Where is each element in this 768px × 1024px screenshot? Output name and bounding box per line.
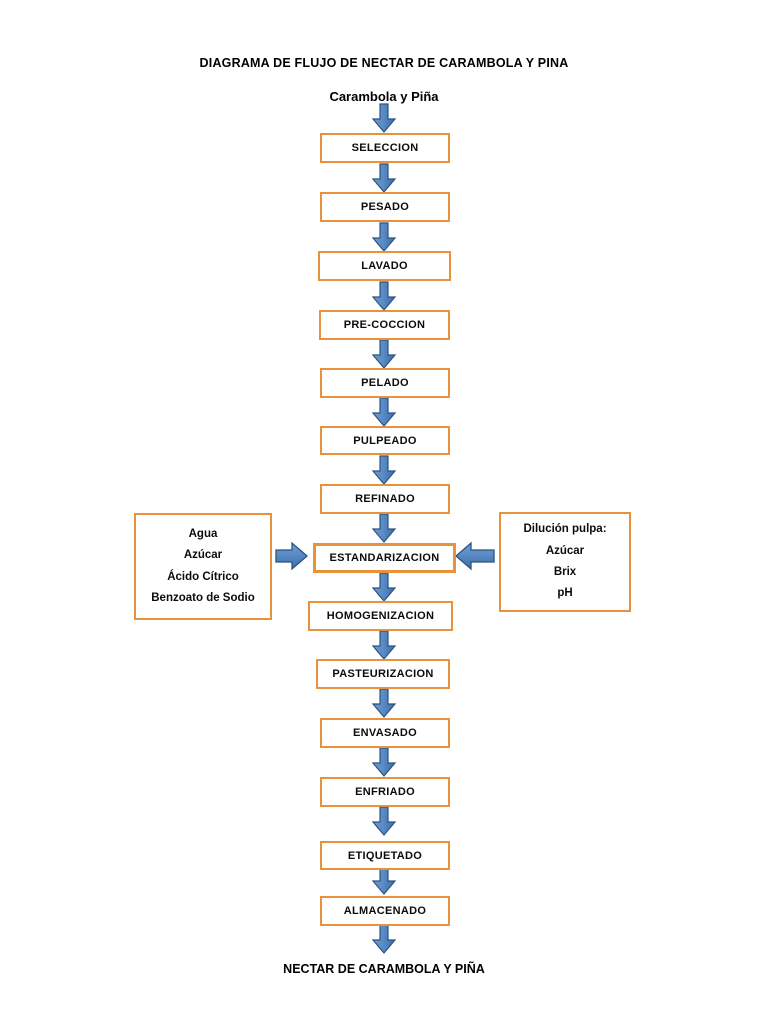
- process-step-pasteurizacion[interactable]: PASTEURIZACION: [316, 659, 450, 689]
- arrow-down-icon: [371, 865, 397, 895]
- input-line: Dilución pulpa:: [523, 523, 607, 536]
- process-step-lavado[interactable]: LAVADO: [318, 251, 451, 281]
- end-label: NECTAR DE CARAMBOLA Y PIÑA: [283, 962, 485, 976]
- arrow-left-icon: [455, 541, 495, 571]
- arrow-down-icon: [371, 688, 397, 718]
- arrow-down-icon: [371, 513, 397, 543]
- process-step-estandarizacion[interactable]: ESTANDARIZACION: [313, 543, 456, 573]
- input-box-ingredientes[interactable]: Agua Azúcar Ácido Cítrico Benzoato de So…: [134, 513, 272, 620]
- process-step-label: PRE-COCCION: [343, 319, 426, 331]
- arrow-down-icon: [371, 806, 397, 836]
- arrow-down-icon: [371, 281, 397, 311]
- arrow-down-icon: [371, 924, 397, 954]
- process-step-pelado[interactable]: PELADO: [320, 368, 450, 398]
- process-step-enfriado[interactable]: ENFRIADO: [320, 777, 450, 807]
- process-step-almacenado[interactable]: ALMACENADO: [320, 896, 450, 926]
- arrow-down-icon: [371, 103, 397, 133]
- process-step-pesado[interactable]: PESADO: [320, 192, 450, 222]
- process-step-seleccion[interactable]: SELECCION: [320, 133, 450, 163]
- arrow-down-icon: [371, 222, 397, 252]
- arrow-down-icon: [371, 455, 397, 485]
- input-line: pH: [557, 587, 573, 600]
- input-line: Ácido Cítrico: [167, 570, 239, 583]
- input-line: Benzoato de Sodio: [151, 591, 255, 604]
- process-step-etiquetado[interactable]: ETIQUETADO: [320, 841, 450, 870]
- process-step-label: SELECCION: [351, 142, 419, 154]
- process-step-label: ENVASADO: [353, 727, 417, 739]
- arrow-down-icon: [371, 630, 397, 660]
- process-step-pulpeado[interactable]: PULPEADO: [320, 426, 450, 455]
- process-step-pre-coccion[interactable]: PRE-COCCION: [319, 310, 450, 340]
- process-step-label: ETIQUETADO: [347, 849, 423, 862]
- process-step-label: REFINADO: [355, 493, 415, 505]
- process-step-homogenizacion[interactable]: HOMOGENIZACION: [308, 601, 453, 631]
- input-line: Agua: [188, 527, 218, 540]
- process-step-label: LAVADO: [361, 260, 408, 272]
- input-line: Brix: [553, 566, 577, 578]
- process-step-envasado[interactable]: ENVASADO: [320, 718, 450, 748]
- arrow-down-icon: [371, 339, 397, 369]
- process-step-label: ALMACENADO: [343, 905, 427, 917]
- process-step-label: PASTEURIZACION: [332, 668, 434, 680]
- process-step-label: ESTANDARIZACION: [329, 552, 440, 564]
- process-step-refinado[interactable]: REFINADO: [320, 484, 450, 514]
- input-line: Azúcar: [545, 544, 585, 557]
- start-label: Carambola y Piña: [329, 89, 439, 104]
- process-step-label: PULPEADO: [353, 434, 417, 447]
- process-step-label: ENFRIADO: [355, 786, 415, 798]
- arrow-down-icon: [371, 397, 397, 427]
- process-step-label: PESADO: [360, 201, 410, 213]
- arrow-right-icon: [275, 541, 308, 571]
- process-step-label: HOMOGENIZACION: [326, 610, 435, 622]
- input-box-control-dilucion[interactable]: Dilución pulpa: Azúcar Brix pH: [499, 512, 631, 612]
- arrow-down-icon: [371, 572, 397, 602]
- process-step-label: PELADO: [361, 377, 409, 389]
- input-line: Azúcar: [183, 549, 223, 562]
- page-title: DIAGRAMA DE FLUJO DE NECTAR DE CARAMBOLA…: [199, 56, 569, 70]
- arrow-down-icon: [371, 747, 397, 777]
- arrow-down-icon: [371, 163, 397, 193]
